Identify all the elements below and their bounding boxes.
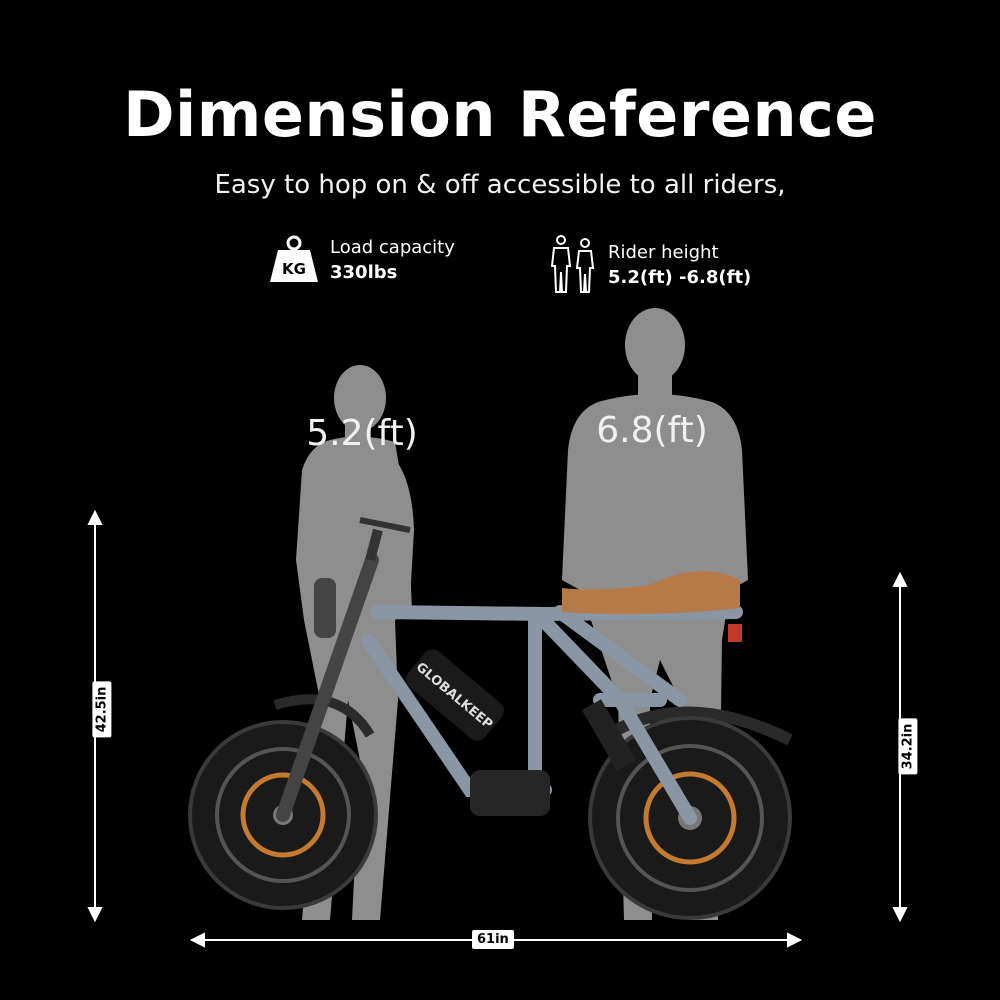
overall-height-tag: 42.5in xyxy=(92,681,112,738)
length-tag: 61in xyxy=(472,930,514,949)
page-title: Dimension Reference xyxy=(123,78,877,151)
short-rider-height-label: 5.2(ft) xyxy=(306,413,418,454)
rider-height-value: 5.2(ft) -6.8(ft) xyxy=(608,267,752,288)
rider-height-label: Rider height xyxy=(608,242,719,263)
ebike: GLOBALKEEP xyxy=(188,517,793,920)
seat xyxy=(562,571,740,615)
tall-rider-height-label: 6.8(ft) xyxy=(596,410,708,451)
load-capacity-label: Load capacity xyxy=(330,237,455,258)
weight-icon: KG xyxy=(270,235,318,282)
seat-height-tag: 34.2in xyxy=(898,718,918,775)
battery: GLOBALKEEP xyxy=(406,649,504,741)
rider-height-spec: Rider height 5.2(ft) -6.8(ft) xyxy=(548,234,751,296)
subtitle: Easy to hop on & off accessible to all r… xyxy=(214,170,786,200)
svg-text:KG: KG xyxy=(282,260,306,278)
load-capacity-spec: KG Load capacity 330lbs xyxy=(268,234,455,286)
load-capacity-value: 330lbs xyxy=(330,262,398,283)
riders-icon xyxy=(550,235,595,293)
